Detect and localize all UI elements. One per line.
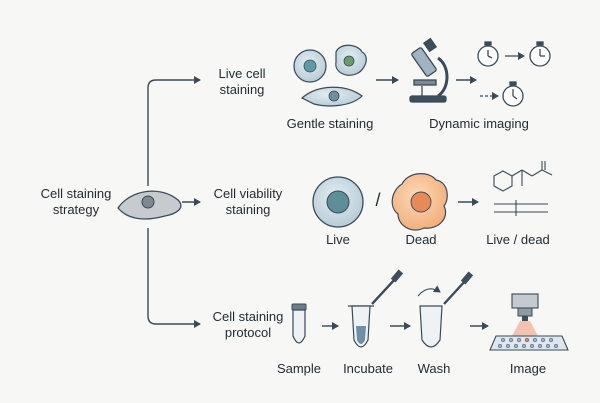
branch-label-cell-staining-protocol: Cell staining protocol <box>212 309 284 340</box>
connector-bottom <box>147 228 201 328</box>
step-label-incubate: Incubate <box>343 361 393 376</box>
branch-label-live-cell-staining: Live cell staining <box>218 66 266 97</box>
root-label: Cell staining strategy <box>40 186 112 217</box>
viability-separator: / <box>375 190 381 210</box>
incubate-tube-icon <box>348 269 404 348</box>
step-label-live-dead: Live / dead <box>486 232 550 247</box>
microscope-icon <box>409 37 449 103</box>
live-cells-icon <box>293 44 367 107</box>
step-label-dead: Dead <box>405 232 437 247</box>
chemical-structure-icon <box>493 161 553 216</box>
sample-tube-icon <box>291 303 307 344</box>
step-label-dynamic-imaging: Dynamic imaging <box>429 116 529 131</box>
wash-tube-icon <box>417 271 474 348</box>
step-label-live: Live <box>326 232 350 247</box>
live-cell-icon <box>312 176 364 228</box>
branch-label-cell-viability-staining: Cell viability staining <box>213 186 283 217</box>
step-label-image: Image <box>509 361 547 376</box>
step-label-sample: Sample <box>276 361 322 376</box>
dead-cell-icon <box>391 173 448 231</box>
root-cell-icon <box>117 190 182 220</box>
stopwatch-icons <box>477 41 551 107</box>
step-label-gentle-staining: Gentle staining <box>286 116 374 131</box>
tree-connectors <box>147 76 201 328</box>
plate-reader-icon <box>489 293 569 351</box>
connector-top <box>147 76 201 186</box>
step-label-wash: Wash <box>417 361 451 376</box>
